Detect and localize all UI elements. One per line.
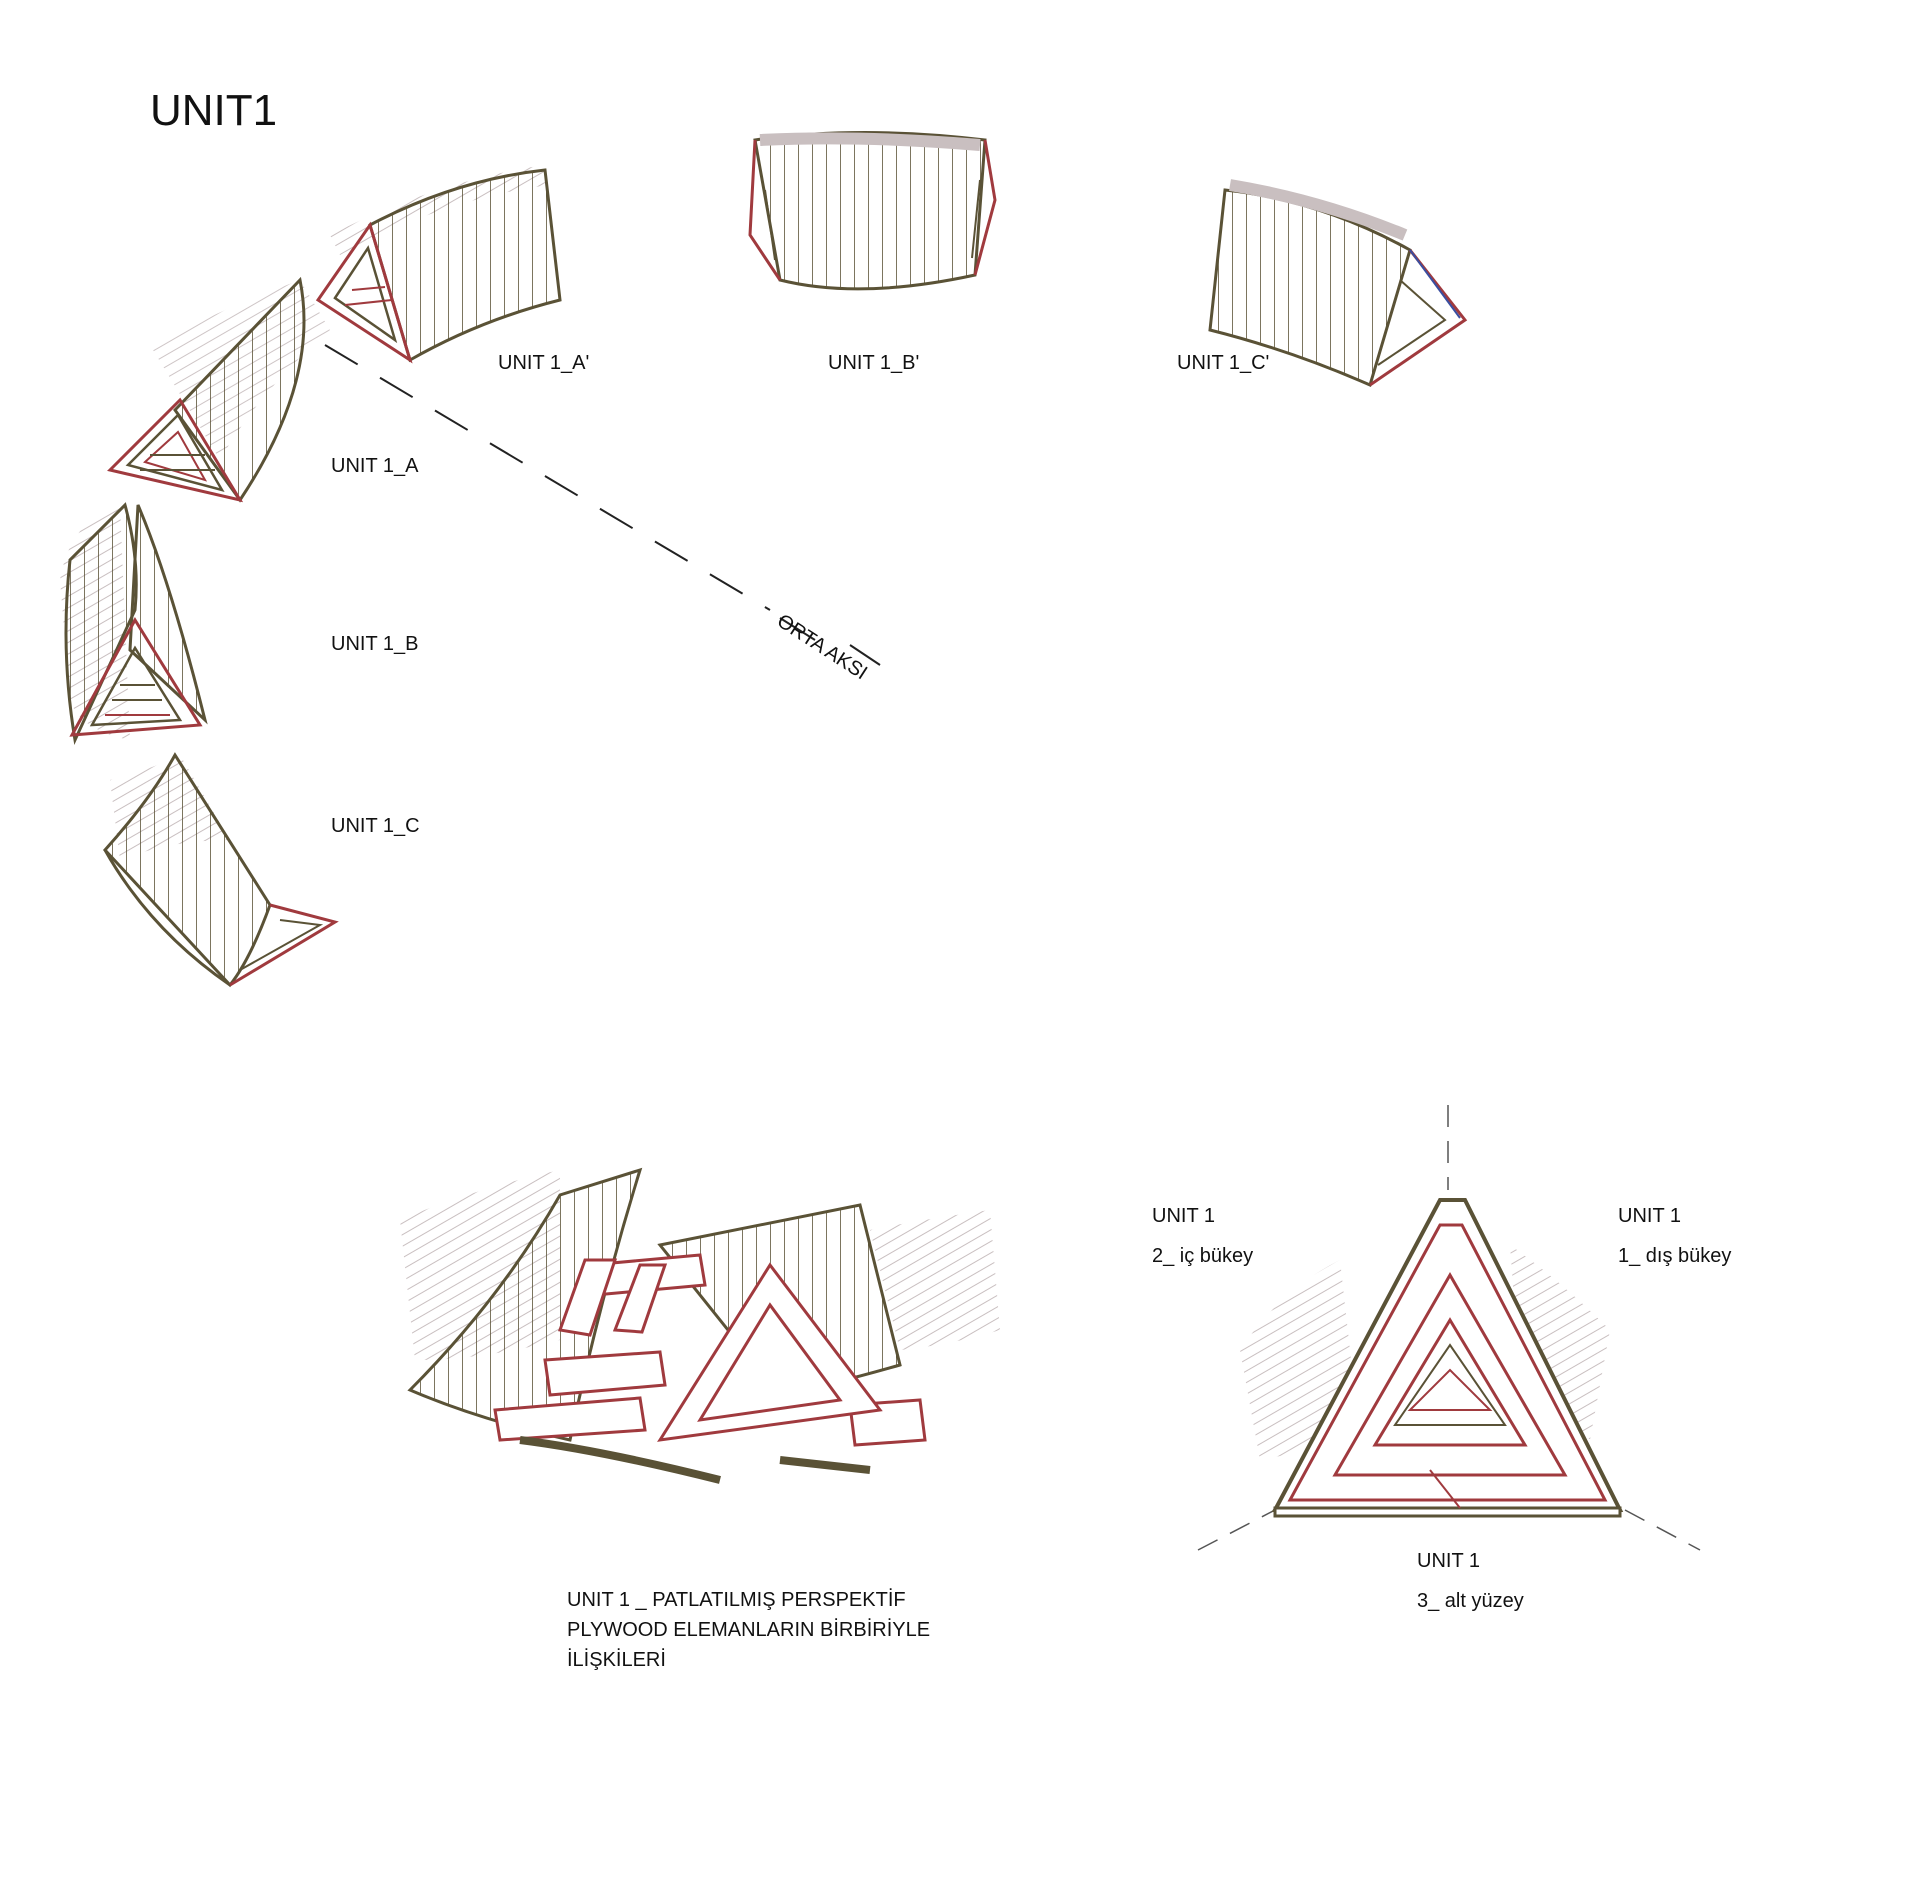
- section-triangle-drawing: [1197, 1105, 1701, 1551]
- unit-1a-prime-drawing: [315, 165, 562, 364]
- unit-1b-prime-drawing: [748, 131, 997, 291]
- section-bottom-title: UNIT 1: [1417, 1550, 1480, 1572]
- exploded-perspective-drawing: [400, 1167, 1000, 1484]
- exploded-caption: UNIT 1 _ PATLATILMIŞ PERSPEKTİF PLYWOOD …: [567, 1585, 930, 1675]
- unit-1a-drawing: [107, 276, 330, 503]
- label-unit-1b-prime: UNIT 1_B': [828, 352, 920, 374]
- label-unit-1b: UNIT 1_B: [331, 633, 419, 655]
- label-unit-1c: UNIT 1_C: [331, 815, 420, 837]
- unit-1c-prime-drawing: [1208, 179, 1468, 388]
- exploded-caption-line1: UNIT 1 _ PATLATILMIŞ PERSPEKTİF: [567, 1589, 906, 1611]
- unit-1c-drawing: [102, 752, 339, 988]
- section-right-title: UNIT 1: [1618, 1205, 1681, 1227]
- page-title: UNIT1: [150, 86, 278, 135]
- exploded-caption-line3: İLİŞKİLERİ: [567, 1649, 666, 1671]
- section-bottom-sub: 3_ alt yüzey: [1417, 1590, 1524, 1612]
- label-unit-1a-prime: UNIT 1_A': [498, 352, 590, 374]
- label-unit-1c-prime: UNIT 1_C': [1177, 352, 1270, 374]
- center-axis-line: [324, 344, 881, 666]
- exploded-caption-line2: PLYWOOD ELEMANLARIN BİRBİRİYLE: [567, 1619, 931, 1641]
- unit-1b-drawing: [60, 502, 208, 746]
- section-left-sub: 2_ iç bükey: [1152, 1245, 1254, 1267]
- section-right-sub: 1_ dış bükey: [1618, 1245, 1732, 1267]
- section-left-title: UNIT 1: [1152, 1205, 1215, 1227]
- label-unit-1a: UNIT 1_A: [331, 455, 419, 477]
